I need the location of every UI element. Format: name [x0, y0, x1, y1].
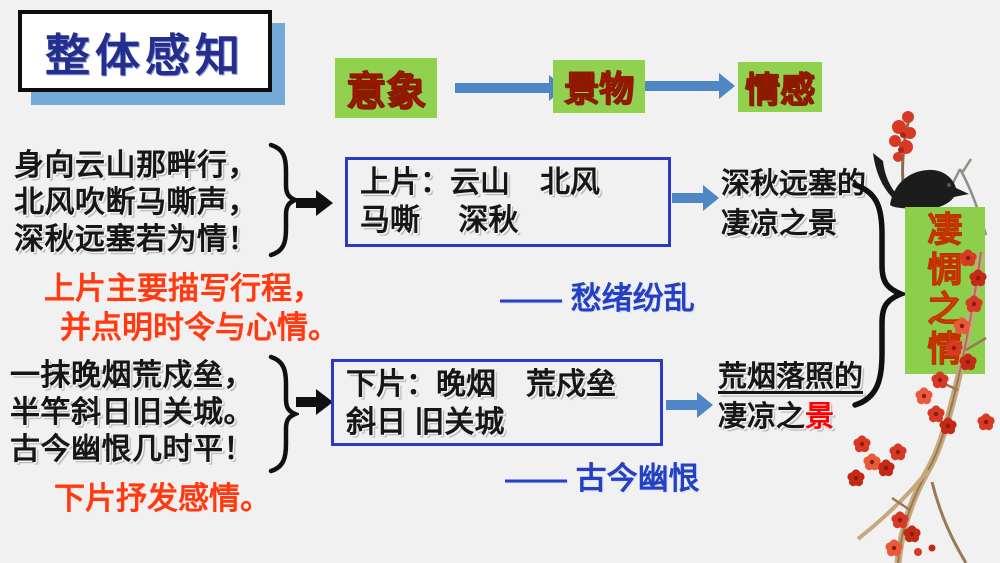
flow-arrow-1-icon: [455, 75, 565, 101]
title-box: 整体感知: [18, 10, 272, 92]
note-upper: 上片主要描写行程， 并点明时令与心情。: [44, 269, 339, 347]
scene-line-prefix: 凄凉之: [718, 401, 806, 433]
mood-lower: —— 古今幽恨: [505, 461, 700, 496]
brace-upper-icon: [268, 142, 299, 258]
scene-upper: 深秋远塞的 凄凉之景: [721, 164, 866, 244]
plum-blossom-decoration-front: [847, 249, 995, 563]
flow-item-label: 意象: [346, 70, 427, 115]
keywords-box-lower: 下片：晚烟 荒戍垒 斜日 旧关城: [331, 359, 663, 446]
brace-lower-icon: [268, 354, 299, 474]
flow-item-imagery: 意象: [335, 58, 437, 118]
conclusion-char: 凄: [927, 210, 963, 250]
flow-item-scenery: 景物: [553, 60, 645, 113]
keywords-line: 上片：云山 北风: [360, 166, 600, 199]
note-lower: 下片抒发感情。: [54, 481, 271, 516]
poem-line: 半竿斜日旧关城。: [10, 396, 254, 429]
keywords-line: 马嘶 深秋: [360, 204, 519, 237]
scene-lower: 荒烟落照的 凄凉之景: [718, 357, 863, 437]
flow-item-emotion: 情感: [738, 62, 822, 112]
poem-line: 古今幽恨几时平！: [10, 433, 254, 466]
scene-line-highlight: 景: [805, 401, 835, 433]
arrow-upper-poem-icon: [296, 190, 333, 216]
scene-line: 凄凉之景: [718, 397, 863, 437]
flow-arrow-2-icon: [645, 73, 735, 99]
scene-line: 荒烟落照的: [718, 361, 864, 393]
flow-item-label: 情感: [744, 70, 815, 110]
poem-line: 一抹晚烟荒戍垒，: [10, 359, 254, 392]
keywords-box-upper: 上片：云山 北风 马嘶 深秋: [345, 157, 671, 247]
poem-line: 北风吹断马嘶声，: [14, 186, 258, 219]
brace-conclusion-icon: [852, 182, 909, 408]
page-title: 整体感知: [44, 29, 245, 81]
keywords-line: 斜日 旧关城: [346, 406, 505, 439]
arrow-scene-upper-icon: [672, 185, 719, 211]
poem-line: 身向云山那畔行，: [14, 149, 258, 182]
note-line: 并点明时令与心情。: [60, 310, 339, 345]
arrow-lower-poem-icon: [296, 389, 333, 415]
plum-branch-bird-decoration-back: [873, 111, 988, 236]
keywords-line: 下片：晚烟 荒戍垒: [346, 368, 616, 401]
scene-line: 凄凉之景: [721, 208, 838, 240]
mood-upper: —— 愁绪纷乱: [500, 281, 695, 316]
arrow-scene-lower-icon: [666, 392, 713, 418]
flow-item-label: 景物: [563, 70, 634, 110]
note-line: 上片主要描写行程，: [44, 271, 323, 306]
scene-line: 深秋远塞的: [721, 168, 867, 200]
poem-lower: 一抹晚烟荒戍垒， 半竿斜日旧关城。 古今幽恨几时平！: [10, 357, 254, 468]
poem-upper: 身向云山那畔行， 北风吹断马嘶声， 深秋远塞若为情！: [14, 147, 258, 258]
poem-line: 深秋远塞若为情！: [14, 223, 258, 256]
conclusion-char: 惆: [927, 250, 963, 290]
